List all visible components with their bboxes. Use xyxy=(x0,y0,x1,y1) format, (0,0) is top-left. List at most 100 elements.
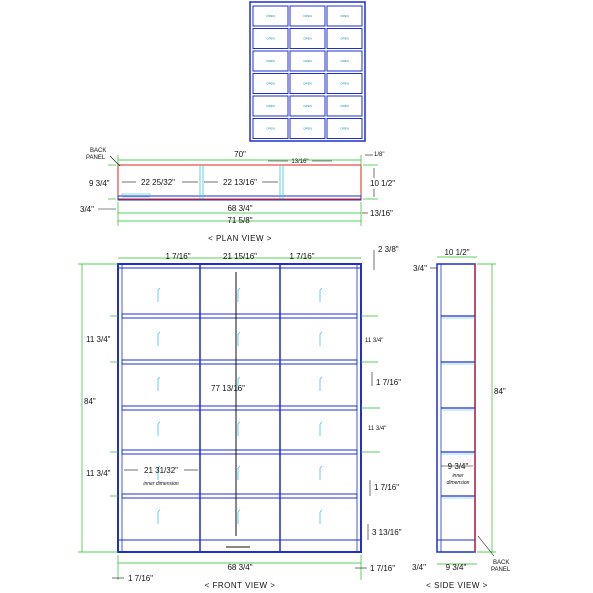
side-back-panel-label: BACK xyxy=(493,560,509,566)
thumbnail-cell-label: OPEN xyxy=(266,82,275,86)
shelf-pin-mark xyxy=(319,376,323,391)
plan-dim-13-16-bottom: 13/16" xyxy=(370,209,393,218)
thumbnail-cell: OPEN xyxy=(289,5,326,27)
side-dim-3-4-top: 3/4" xyxy=(413,264,427,273)
front-dim-77-13-16: 77 13/16" xyxy=(211,384,245,393)
shelf-pin-mark xyxy=(157,421,161,436)
thumbnail-cell-label: OPEN xyxy=(340,14,349,18)
plan-view-title: < PLAN VIEW > xyxy=(208,234,272,243)
front-dim-1-7-16-br: 1 7/16" xyxy=(370,564,395,573)
thumbnail-cell-label: OPEN xyxy=(266,104,275,108)
side-shelves xyxy=(441,315,475,499)
plan-back-panel-label: BACK xyxy=(90,148,106,154)
plan-dim-1-8: 1/8" xyxy=(374,152,384,158)
thumbnail-cell: OPEN xyxy=(289,50,326,72)
thumbnail-cell: OPEN xyxy=(326,5,363,27)
thumbnail-cell: OPEN xyxy=(326,73,363,94)
thumbnail-cell-label: OPEN xyxy=(303,59,312,63)
shelf-pin-mark xyxy=(319,331,323,346)
thumbnail-cell: OPEN xyxy=(326,28,363,49)
shelf-pin-mark xyxy=(319,287,323,302)
shelf-pin-mark xyxy=(319,465,323,480)
thumbnail-cell-label: OPEN xyxy=(266,127,275,131)
side-dim-9-3-4-bottom: 9 3/4" xyxy=(446,563,467,572)
front-dim-84: 84" xyxy=(84,397,96,406)
front-dim-1-7-16-right-b: 1 7/16" xyxy=(374,483,399,492)
plan-dim-inner-1: 22 25/32" xyxy=(141,178,175,187)
thumbnail-cell: OPEN xyxy=(326,118,363,139)
front-shelf xyxy=(121,313,358,319)
thumbnail-cell: OPEN xyxy=(252,118,289,139)
front-shelf xyxy=(121,359,358,365)
thumbnail-cell: OPEN xyxy=(289,118,326,139)
shelf-pin-mark xyxy=(237,376,241,391)
shelf-pin-mark xyxy=(157,331,161,346)
front-dim-1-7-16-right: 1 7/16" xyxy=(376,378,401,387)
thumbnail-cell-label: OPEN xyxy=(303,104,312,108)
plan-dim-inner-2: 22 13/16" xyxy=(223,178,257,187)
plan-back-panel-label-2: PANEL xyxy=(86,155,106,161)
front-dim-3-13-16: 3 13/16" xyxy=(372,528,402,537)
front-dim-1-7-16-bl: 1 7/16" xyxy=(128,574,153,583)
front-dim-1-7-16-a: 1 7/16" xyxy=(165,252,190,261)
thumbnail-cell-label: OPEN xyxy=(303,127,312,131)
plan-dim-68-3-4: 68 3/4" xyxy=(227,204,252,213)
front-view-title: < FRONT VIEW > xyxy=(205,581,276,590)
thumbnail-cell-label: OPEN xyxy=(266,59,275,63)
front-shelves xyxy=(121,313,358,499)
shelf-pin-mark xyxy=(157,376,161,391)
thumbnail-cell: OPEN xyxy=(252,28,289,49)
front-dim-11-3-4-right-b: 11 3/4" xyxy=(368,426,386,432)
front-dim-21-31-32: 21 31/32" xyxy=(144,466,178,475)
front-dim-1-7-16-b: 1 7/16" xyxy=(289,252,314,261)
plan-dim-3-4: 3/4" xyxy=(80,205,94,214)
front-dim-2-3-8: 2 3/8" xyxy=(378,245,399,254)
thumbnail-cell: OPEN xyxy=(289,95,326,117)
side-dim-9-3-4: 9 3/4" xyxy=(448,462,469,471)
side-dim-84: 84" xyxy=(494,387,506,396)
thumbnail-cell-label: OPEN xyxy=(266,37,275,41)
side-dim-3-4-bottom: 3/4" xyxy=(412,563,426,572)
side-back-panel-label-2: PANEL xyxy=(491,567,511,573)
plan-view: 70" 13/16" 1/8" BACK PANEL 9 3/4" 22 25/… xyxy=(80,148,395,243)
shelf-pin-mark xyxy=(157,465,161,480)
shelf-pin-mark xyxy=(237,421,241,436)
front-dim-11-3-4-left-b: 11 3/4" xyxy=(86,469,111,478)
front-shelf xyxy=(121,449,358,455)
thumbnail-cell: OPEN xyxy=(326,95,363,117)
side-inner-note-1: inner xyxy=(452,473,463,479)
plan-dim-70: 70" xyxy=(234,150,246,159)
shelf-pin-mark xyxy=(157,509,161,524)
shelf-pin-mark xyxy=(237,465,241,480)
front-dim-21-15-16: 21 15/16" xyxy=(223,252,257,261)
thumbnail-cell-label: OPEN xyxy=(303,37,312,41)
front-shelf-pins xyxy=(157,287,323,524)
thumbnail-cell: OPEN xyxy=(252,95,289,117)
shelf-pin-mark xyxy=(157,287,161,302)
thumbnail-cell: OPEN xyxy=(252,5,289,27)
plan-dim-depth-left: 9 3/4" xyxy=(89,179,110,188)
shelf-pin-mark xyxy=(237,287,241,302)
thumbnail-cell: OPEN xyxy=(252,50,289,72)
thumbnail-cell: OPEN xyxy=(252,73,289,94)
plan-dim-depth-right: 10 1/2" xyxy=(370,179,395,188)
thumbnail-cell-label: OPEN xyxy=(266,14,275,18)
side-dim-10-1-2: 10 1/2" xyxy=(444,248,469,257)
thumbnail-cell: OPEN xyxy=(289,73,326,94)
side-inner-note-2: dimension xyxy=(447,480,470,486)
front-shelf xyxy=(121,405,358,411)
front-dim-11-3-4-left-a: 11 3/4" xyxy=(86,335,111,344)
thumbnail-cell-label: OPEN xyxy=(340,104,349,108)
thumbnail-cell-label: OPEN xyxy=(340,127,349,131)
thumbnail-cell: OPEN xyxy=(326,50,363,72)
thumbnail-cell-label: OPEN xyxy=(303,14,312,18)
front-inner-note: inner dimension xyxy=(143,481,179,487)
side-view: 10 1/2" 3/4" 84" 9 3/4" inner dimension … xyxy=(412,248,511,590)
thumbnail-cell-label: OPEN xyxy=(340,82,349,86)
plan-dim-13-16-top: 13/16" xyxy=(291,159,308,165)
plan-dim-71-5-8: 71 5/8" xyxy=(227,216,252,225)
side-view-title: < SIDE VIEW > xyxy=(426,581,488,590)
